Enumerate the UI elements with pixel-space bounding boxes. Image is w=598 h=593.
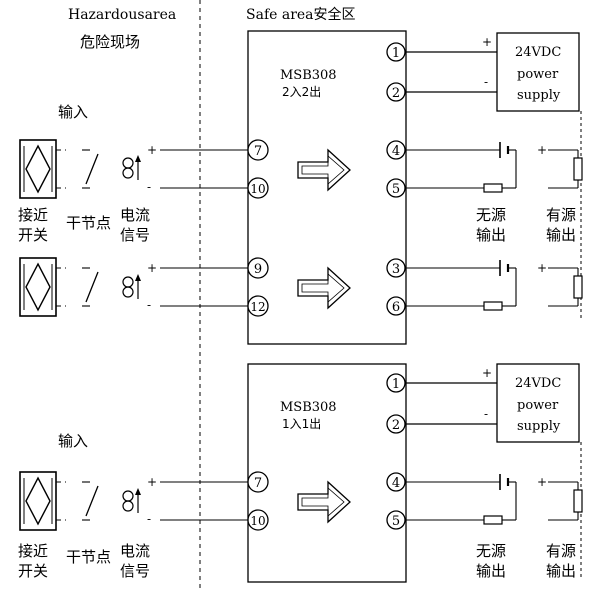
active-output-label-2: 输出 <box>546 562 576 580</box>
terminal-label: 4 <box>392 476 400 491</box>
module-1-terminals: 1 2 7 10 9 12 4 5 3 6 <box>247 42 406 317</box>
passive-output-label: 无源 <box>476 206 506 224</box>
polarity-minus: - <box>484 75 488 89</box>
module-box-2 <box>247 363 407 583</box>
hazard-area-cn: 危险现场 <box>80 33 140 51</box>
proximity-switch-icon <box>19 471 57 531</box>
current-signal-label-2: 信号 <box>120 226 150 244</box>
input-label: 输入 <box>58 432 88 450</box>
passive-output-label-2: 输出 <box>476 226 506 244</box>
current-signal-label: 电流 <box>120 206 150 224</box>
dry-contact-icon <box>85 271 99 303</box>
passive-output-label-2: 输出 <box>476 562 506 580</box>
polarity-plus: + <box>147 261 157 275</box>
polarity-plus: + <box>537 475 547 489</box>
dry-contact-label: 干节点 <box>66 214 111 232</box>
active-output-label: 有源 <box>546 206 576 224</box>
power-supply-2: + - 24VDC power supply <box>405 363 582 580</box>
terminal-label: 5 <box>392 514 400 529</box>
passive-output-label: 无源 <box>476 542 506 560</box>
module-2-model: MSB308 <box>280 400 337 415</box>
input-group-3: + - <box>19 471 248 531</box>
supply-line-3: supply <box>517 88 561 103</box>
input-label: 输入 <box>58 103 88 121</box>
terminal-label: 2 <box>392 418 400 433</box>
terminal-label: 4 <box>392 144 400 159</box>
output-circuits-2: + <box>405 260 583 311</box>
terminal-label: 5 <box>392 182 400 197</box>
polarity-minus: - <box>147 298 151 312</box>
proximity-switch-label: 接近 <box>18 542 48 560</box>
current-source-icon <box>122 487 142 514</box>
polarity-minus: - <box>147 180 151 194</box>
supply-line-2: power <box>517 67 559 82</box>
terminal-label: 7 <box>254 476 262 491</box>
supply-line-3: supply <box>517 419 561 434</box>
output-circuits-1: + <box>405 142 583 193</box>
polarity-plus: + <box>537 261 547 275</box>
proximity-switch-icon <box>19 139 57 199</box>
terminal-label: 7 <box>254 144 262 159</box>
supply-line-2: power <box>517 398 559 413</box>
dry-contact-label: 干节点 <box>66 548 111 566</box>
terminal-label: 1 <box>392 377 400 392</box>
supply-voltage: 24VDC <box>515 45 561 60</box>
terminal-label: 12 <box>250 300 265 314</box>
terminal-label: 1 <box>392 46 400 61</box>
terminal-label: 9 <box>254 262 262 277</box>
dry-contact-icon <box>85 153 99 185</box>
power-supply-1: + - 24VDC power supply <box>405 32 582 318</box>
polarity-plus: + <box>482 366 492 380</box>
dry-contact-icon <box>85 485 99 517</box>
terminal-label: 6 <box>392 300 400 315</box>
terminal-label: 10 <box>250 182 265 196</box>
current-signal-label-2: 信号 <box>120 562 150 580</box>
proximity-switch-icon <box>19 257 57 317</box>
polarity-plus: + <box>147 143 157 157</box>
input-group-2: + - <box>19 257 248 317</box>
polarity-minus: - <box>484 407 488 421</box>
output-circuits-3: + <box>405 474 583 525</box>
module-2-channels: 1入1出 <box>282 417 321 431</box>
safe-area-label: Safe area安全区 <box>246 6 356 23</box>
module-1-channels: 2入2出 <box>282 85 321 99</box>
active-output-label: 有源 <box>546 542 576 560</box>
hazard-area-en: Hazardousarea <box>68 7 176 23</box>
terminal-label: 2 <box>392 86 400 101</box>
current-signal-label: 电流 <box>120 542 150 560</box>
polarity-minus: - <box>147 512 151 526</box>
module-1-model: MSB308 <box>280 68 337 83</box>
terminal-label: 3 <box>392 262 400 277</box>
current-source-icon <box>122 273 142 300</box>
terminal-label: 10 <box>250 514 265 528</box>
proximity-switch-label-2: 开关 <box>18 226 48 244</box>
active-output-label-2: 输出 <box>546 226 576 244</box>
current-source-icon <box>122 154 142 181</box>
module-2-terminals: 1 2 7 10 4 5 <box>247 373 406 531</box>
supply-voltage: 24VDC <box>515 376 561 391</box>
proximity-switch-label-2: 开关 <box>18 562 48 580</box>
proximity-switch-label: 接近 <box>18 206 48 224</box>
polarity-plus: + <box>537 143 547 157</box>
input-group-1: + - <box>19 139 248 199</box>
polarity-plus: + <box>482 35 492 49</box>
polarity-plus: + <box>147 475 157 489</box>
